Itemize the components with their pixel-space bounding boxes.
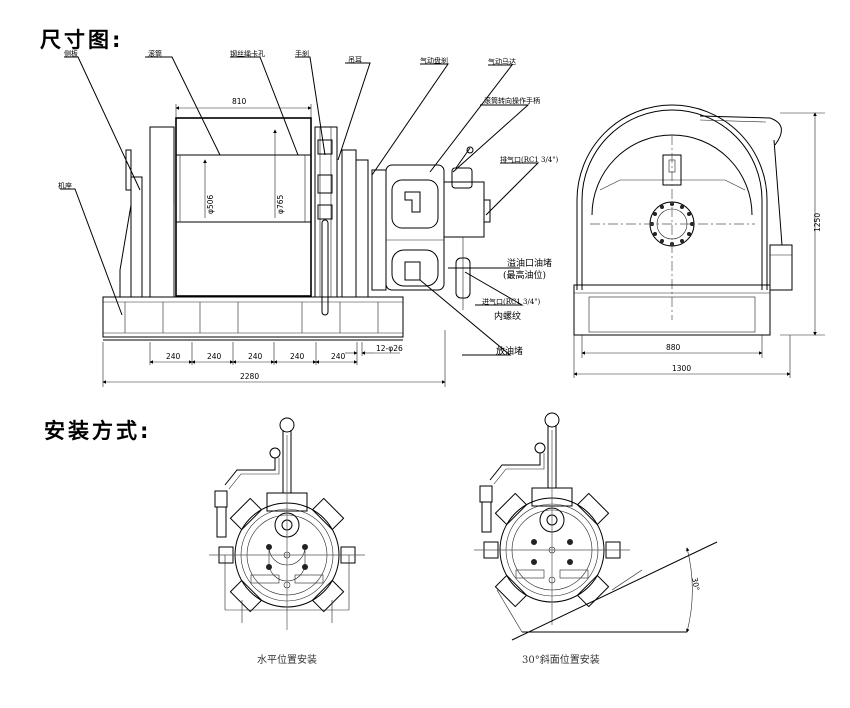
caption-horizontal: 水平位置安装 [257, 653, 317, 666]
dim-drum-core-dia: φ506 [206, 195, 215, 214]
dimensions-heading: 尺寸图: [40, 28, 124, 52]
dim-flange-dia: φ765 [276, 195, 285, 214]
installation-heading: 安装方式: [44, 419, 152, 443]
hand-brake-assembly [314, 126, 369, 316]
label-overflow-plug: 溢油口油堵 [507, 257, 552, 269]
dim-overall-width: 1300 [672, 364, 691, 373]
label-side-plate: 侧板 [64, 49, 78, 58]
side-plate-left [119, 126, 175, 298]
front-dimensions: 1250 880 1300 [573, 112, 825, 378]
dim-bolt-width: 880 [666, 343, 681, 352]
install-horizontal: 水平位置安装 [209, 417, 365, 666]
drum [175, 117, 312, 297]
air-motor [443, 146, 491, 310]
label-drain-plug: 放油堵 [496, 345, 523, 357]
dim-overall-length: 2280 [240, 372, 259, 381]
label-air-motor: 气动马达 [488, 57, 516, 66]
base-frame [102, 296, 404, 341]
motor-radial-diagram-incline [474, 412, 630, 625]
dim-drum-length: 810 [232, 97, 247, 106]
dim-bolt-spacing-1: 240 [166, 352, 181, 361]
leader-lines [60, 56, 540, 356]
caption-incline: 30°斜面位置安装 [522, 653, 600, 666]
front-base [573, 284, 771, 336]
dim-bolt-spacing-4: 240 [290, 352, 305, 361]
install-incline: 30° 30°斜面位置安装 [474, 412, 718, 666]
label-pneumatic-disc-brake: 气动盘刹 [420, 56, 448, 65]
dim-bolt-spacing-3: 240 [248, 352, 263, 361]
label-lifting-lug: 吊耳 [348, 56, 362, 64]
label-hand-brake: 手刹 [295, 49, 309, 58]
label-air-inlet: 进气口(RC1 3/4") [482, 297, 541, 306]
incline-plane: 30° [496, 541, 718, 641]
label-exhaust-port: 排气口(RC1 3/4") [500, 155, 559, 164]
label-internal-thread: 内螺纹 [494, 310, 521, 322]
front-handle-arm [699, 115, 793, 291]
label-drum: 滚筒 [148, 49, 162, 58]
side-view: 侧板 机座 滚筒 钢丝绳卡孔 手刹 吊耳 气动盘刹 气动马达 滚筒转向操作手柄 … [58, 49, 559, 387]
front-drum-hub [590, 135, 755, 320]
dim-bolt-spacing-5: 240 [331, 352, 346, 361]
label-rope-clamp-hole: 钢丝绳卡孔 [230, 49, 265, 58]
pneumatic-disc-brake [371, 164, 445, 291]
part-labels: 侧板 机座 滚筒 钢丝绳卡孔 手刹 吊耳 气动盘刹 气动马达 滚筒转向操作手柄 … [58, 49, 559, 357]
front-view: 1250 880 1300 [573, 104, 825, 378]
dim-bolt-holes: 12-φ26 [376, 344, 403, 353]
label-base: 机座 [58, 181, 72, 190]
incline-angle-label: 30° [690, 577, 701, 592]
label-max-oil-level: (最高油位) [503, 269, 546, 281]
dim-height: 1250 [813, 213, 822, 232]
side-dimensions: 810 φ506 φ765 240 240 240 240 240 [102, 97, 446, 387]
label-drum-direction-handle: 滚筒转向操作手柄 [484, 96, 540, 105]
dim-bolt-spacing-2: 240 [207, 352, 222, 361]
motor-radial-diagram [209, 417, 365, 630]
